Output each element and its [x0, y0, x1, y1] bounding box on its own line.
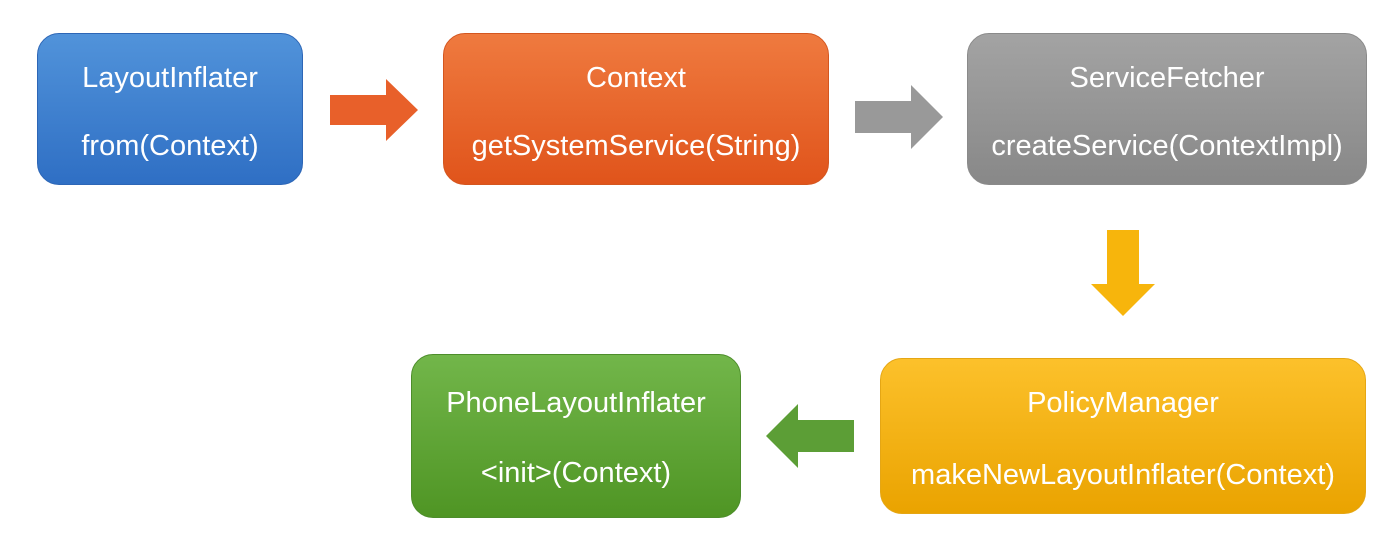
node-method: createService(ContextImpl) — [991, 130, 1343, 162]
arrow-right-icon — [855, 85, 943, 149]
node-layout-inflater: LayoutInflater from(Context) — [37, 33, 303, 185]
edge-arrow-shape — [330, 79, 418, 141]
node-service-fetcher: ServiceFetcher createService(ContextImpl… — [967, 33, 1367, 185]
edge-arrow-shape — [1091, 230, 1155, 316]
node-policy-manager: PolicyManager makeNewLayoutInflater(Cont… — [880, 358, 1366, 514]
node-phone-layout-inflater: PhoneLayoutInflater <init>(Context) — [411, 354, 741, 518]
node-method: getSystemService(String) — [471, 130, 801, 162]
edge-arrow-shape — [766, 404, 854, 468]
node-context: Context getSystemService(String) — [443, 33, 829, 185]
edge-arrow-shape — [855, 85, 943, 149]
arrow-left-icon — [766, 404, 854, 468]
node-title: Context — [586, 62, 686, 94]
node-method: makeNewLayoutInflater(Context) — [911, 459, 1335, 491]
node-method: <init>(Context) — [480, 457, 672, 489]
arrow-down-icon — [1091, 230, 1155, 316]
node-title: ServiceFetcher — [1069, 62, 1265, 94]
node-title: PhoneLayoutInflater — [446, 387, 706, 419]
arrow-right-icon — [330, 79, 418, 141]
node-method: from(Context) — [81, 130, 259, 162]
node-title: LayoutInflater — [82, 62, 258, 94]
node-title: PolicyManager — [1027, 387, 1219, 419]
